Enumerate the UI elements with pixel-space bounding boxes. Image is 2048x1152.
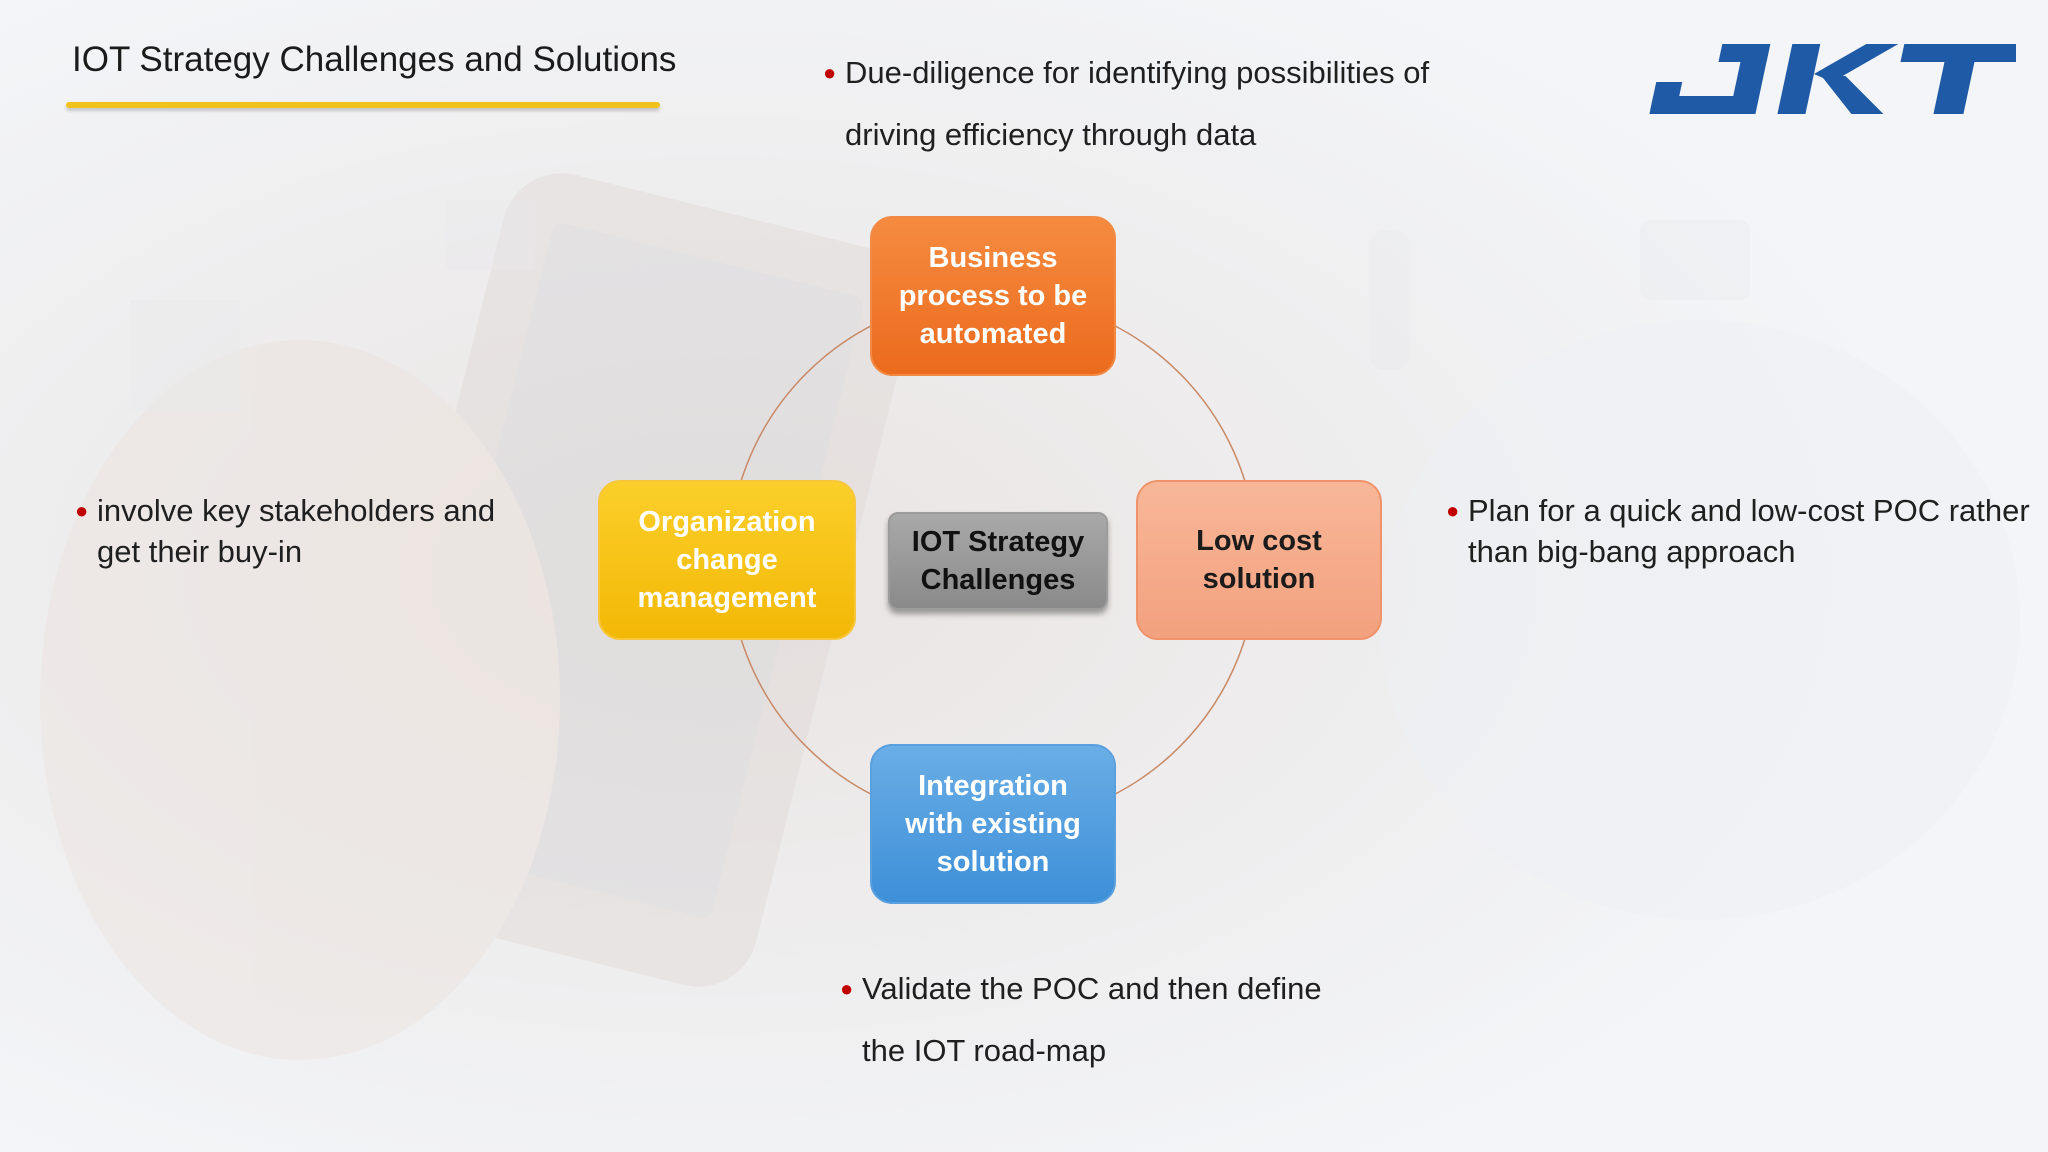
node-low-cost-solution: Low cost solution [1136, 480, 1382, 640]
node-center-iot-strategy: IOT Strategy Challenges [888, 512, 1108, 610]
slide-title: IOT Strategy Challenges and Solutions [72, 40, 677, 79]
bullet-top-line-1: Due-diligence for identifying possibilit… [845, 55, 1430, 90]
node-right-line-2: solution [1202, 563, 1316, 595]
bullet-dot-icon: ● [840, 976, 854, 1001]
bullet-left: ● involve key stakeholders and get their… [75, 490, 496, 572]
bullet-bottom-line-2: the IOT road-map [862, 1033, 1107, 1068]
bullet-left-line-2: get their buy-in [97, 534, 303, 569]
node-organization-change: Organization change management [598, 480, 856, 640]
bullet-bottom-line-1: Validate the POC and then define [862, 971, 1322, 1006]
bullet-dot-icon: ● [823, 60, 837, 85]
node-integration: Integration with existing solution [870, 744, 1116, 904]
node-bottom-line-3: solution [936, 846, 1050, 878]
bullet-right-line-2: than big-bang approach [1468, 534, 1796, 569]
bullet-bottom: ● Validate the POC and then define the I… [840, 958, 1322, 1082]
title-underline [66, 102, 660, 108]
bullet-dot-icon: ● [75, 498, 89, 523]
node-left-line-1: Organization [638, 506, 816, 538]
bullet-dot-icon: ● [1446, 498, 1460, 523]
node-bottom-line-2: with existing [905, 808, 1081, 840]
bullet-left-line-1: involve key stakeholders and [97, 493, 496, 528]
bullet-top: ● Due-diligence for identifying possibil… [823, 42, 1430, 166]
bullet-top-line-2: driving efficiency through data [845, 117, 1257, 152]
jkt-logo [1649, 44, 2016, 114]
center-line-2: Challenges [920, 564, 1076, 596]
node-right-line-1: Low cost [1196, 525, 1322, 557]
node-top-line-1: Business [928, 242, 1058, 274]
node-top-line-2: process to be [898, 280, 1088, 312]
node-top-line-3: automated [919, 318, 1067, 350]
center-line-1: IOT Strategy [911, 526, 1085, 558]
node-left-line-2: change [676, 544, 778, 576]
bullet-right-line-1: Plan for a quick and low-cost POC rather [1468, 493, 2030, 528]
node-bottom-line-1: Integration [918, 770, 1068, 802]
bullet-right: ● Plan for a quick and low-cost POC rath… [1446, 490, 2030, 572]
node-left-line-3: management [637, 582, 817, 614]
node-business-process: Business process to be automated [870, 216, 1116, 376]
